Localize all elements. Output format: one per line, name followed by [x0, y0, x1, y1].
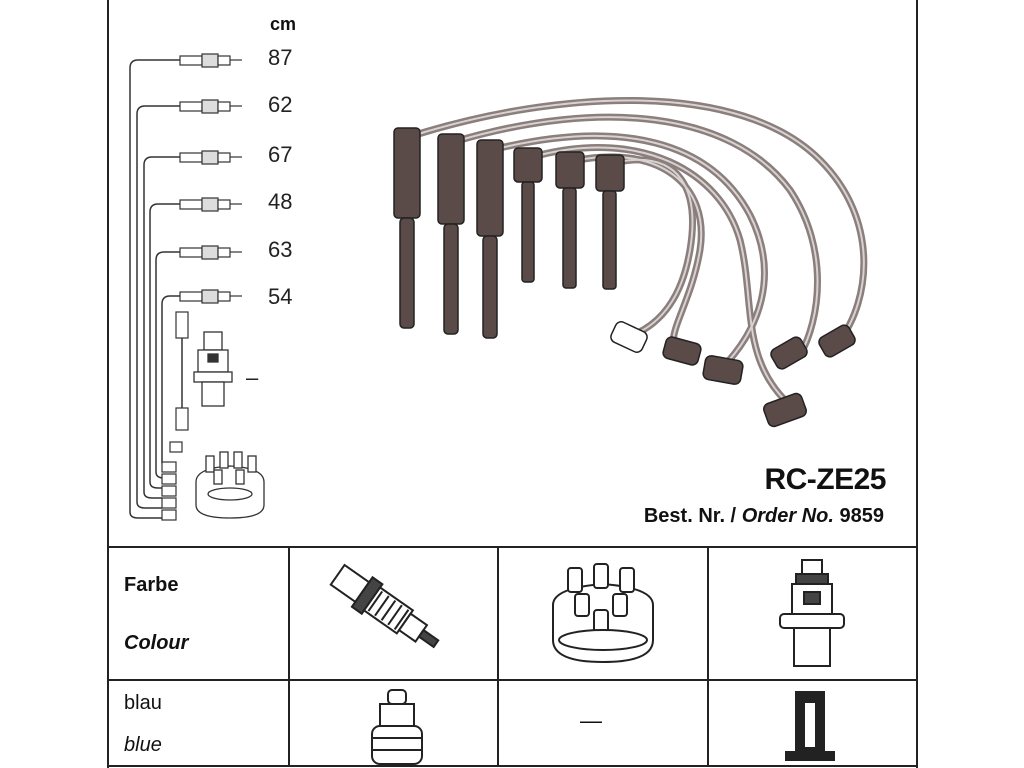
- distributor-cap-icon: [552, 563, 654, 664]
- table-grid: [107, 546, 918, 767]
- cable-set-illustration: [411, 96, 868, 409]
- order-label-en: Order No.: [741, 505, 834, 527]
- distributor-cell-value: —: [580, 708, 602, 733]
- length-label-4: 48: [268, 189, 293, 214]
- length-label-3: 67: [268, 142, 293, 167]
- ignition-coil-icon: [779, 559, 845, 667]
- plug-boot-icon: [371, 689, 423, 765]
- diagram-frame: [107, 0, 918, 768]
- coil-boot-icon: [785, 691, 835, 761]
- length-label-6: 54: [268, 284, 293, 309]
- schematic-connectors: [161, 53, 242, 521]
- table-header-en: Colour: [124, 632, 189, 654]
- plug-boots: [393, 127, 625, 339]
- coil-wire-label: –: [246, 365, 259, 390]
- schematic-distributor-cap-icon: [195, 451, 265, 519]
- length-label-5: 63: [268, 237, 293, 262]
- order-line: Best. Nr. / Order No. 9859: [644, 505, 884, 528]
- table-header-de: Farbe: [124, 574, 179, 596]
- table-row-en: blue: [124, 734, 162, 756]
- unit-label: cm: [270, 14, 297, 34]
- length-label-1: 87: [268, 45, 293, 70]
- order-prefix: Best. Nr. /: [643, 505, 737, 527]
- spark-plug-icon: [329, 563, 440, 649]
- part-number: RC-ZE25: [764, 463, 886, 496]
- schematic-coil-icon: [193, 331, 233, 407]
- distributor-boots: [610, 321, 856, 428]
- length-label-2: 62: [268, 92, 293, 117]
- table-row-de: blau: [124, 692, 162, 714]
- order-number: 9859: [839, 505, 885, 527]
